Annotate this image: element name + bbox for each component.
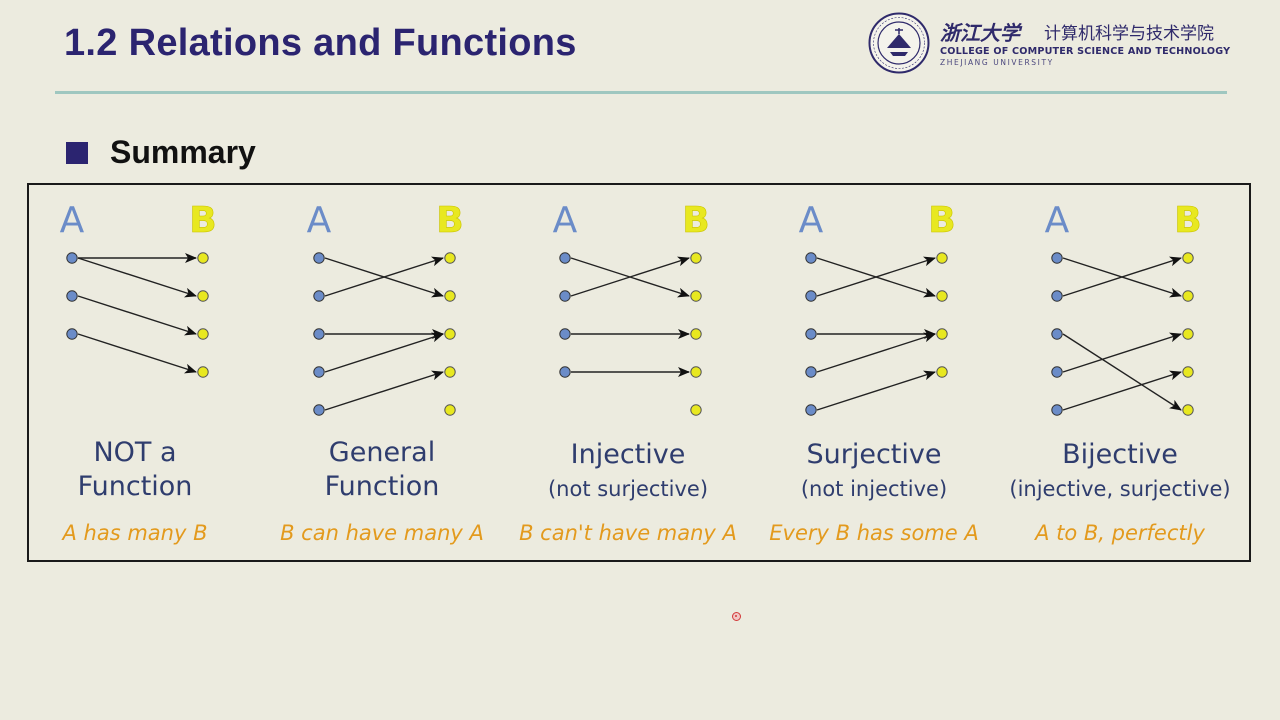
mapping-arrow <box>1062 370 1182 411</box>
set-b-element-dot <box>936 366 948 378</box>
set-b-element-dot <box>197 252 209 264</box>
mapping-arrow <box>816 370 936 411</box>
set-a-element-dot <box>1051 290 1063 302</box>
set-a-element-dot <box>66 252 78 264</box>
set-b-element-dot <box>444 328 456 340</box>
set-a-element-dot <box>313 328 325 340</box>
set-b-element-dot <box>690 328 702 340</box>
set-b-element-dot <box>1182 252 1194 264</box>
set-a-element-dot <box>559 328 571 340</box>
function-type-name: Surjective <box>807 439 942 470</box>
function-type-name: Function <box>325 471 440 502</box>
mapping-arrow <box>1062 332 1182 373</box>
set-a-label: A <box>60 200 85 241</box>
mapping-arrow <box>1062 256 1182 297</box>
laser-pointer-dot <box>732 612 741 621</box>
function-type-name: NOT a <box>93 437 176 468</box>
set-a-element-dot <box>1051 366 1063 378</box>
set-b-element-dot <box>690 290 702 302</box>
set-b-label: B <box>436 200 463 241</box>
set-b-element-dot <box>444 404 456 416</box>
set-b-element-dot <box>444 290 456 302</box>
set-a-element-dot <box>559 252 571 264</box>
mapping-arrow <box>324 370 444 411</box>
set-b-element-dot <box>197 328 209 340</box>
set-b-element-dot <box>690 404 702 416</box>
function-type-name: Bijective <box>1062 439 1178 470</box>
function-type-name: Injective <box>571 439 686 470</box>
set-b-element-dot <box>1182 404 1194 416</box>
set-b-element-dot <box>197 290 209 302</box>
college-name-cn: 计算机科学与技术学院 <box>1044 24 1214 44</box>
square-bullet-icon <box>66 142 88 164</box>
function-type-note: A has many B <box>61 521 208 545</box>
mapping-arrow <box>570 256 690 297</box>
set-b-label: B <box>1174 200 1201 241</box>
set-b-element-dot <box>690 366 702 378</box>
university-seal-icon <box>868 12 930 74</box>
set-b-label: B <box>682 200 709 241</box>
university-logo: 浙江大学 计算机科学与技术学院 COLLEGE OF COMPUTER SCIE… <box>868 12 1230 74</box>
set-a-label: A <box>553 200 578 241</box>
function-type-name: Function <box>78 471 193 502</box>
set-b-element-dot <box>1182 366 1194 378</box>
function-type-note: B can have many A <box>280 521 484 545</box>
set-a-element-dot <box>559 366 571 378</box>
function-type-subtitle: (not surjective) <box>548 477 708 501</box>
function-type-subtitle: (injective, surjective) <box>1009 477 1230 501</box>
mapping-arrow <box>324 332 444 373</box>
set-a-element-dot <box>313 404 325 416</box>
function-type-note: B can't have many A <box>519 521 737 545</box>
mapping-arrow <box>816 332 936 373</box>
set-b-label: B <box>928 200 955 241</box>
set-b-element-dot <box>444 366 456 378</box>
set-a-element-dot <box>559 290 571 302</box>
mapping-arrow <box>77 257 197 298</box>
slide-title: 1.2 Relations and Functions <box>64 22 577 64</box>
set-b-element-dot <box>1182 328 1194 340</box>
set-b-element-dot <box>197 366 209 378</box>
set-a-element-dot <box>313 252 325 264</box>
set-b-element-dot <box>690 252 702 264</box>
mapping-arrow <box>816 256 936 297</box>
set-a-label: A <box>307 200 332 241</box>
set-a-element-dot <box>1051 328 1063 340</box>
mapping-arrow <box>324 256 444 297</box>
section-heading: Summary <box>110 134 256 170</box>
function-type-subtitle: (not injective) <box>801 477 947 501</box>
mapping-arrow <box>77 333 197 374</box>
university-name-en: ZHEJIANG UNIVERSITY <box>940 58 1054 67</box>
college-name-en: COLLEGE OF COMPUTER SCIENCE AND TECHNOLO… <box>940 46 1231 57</box>
set-a-element-dot <box>805 290 817 302</box>
set-b-element-dot <box>936 252 948 264</box>
function-type-note: A to B, perfectly <box>1033 521 1205 545</box>
set-a-element-dot <box>313 290 325 302</box>
set-a-element-dot <box>805 252 817 264</box>
set-a-label: A <box>1045 200 1070 241</box>
set-a-element-dot <box>805 404 817 416</box>
set-b-element-dot <box>936 328 948 340</box>
set-a-element-dot <box>805 366 817 378</box>
set-a-element-dot <box>313 366 325 378</box>
function-type-name: General <box>329 437 435 468</box>
university-name-cn: 浙江大学 <box>940 21 1020 45</box>
function-type-note: Every B has some A <box>769 521 978 545</box>
set-b-element-dot <box>936 290 948 302</box>
header-divider <box>55 91 1227 94</box>
set-a-label: A <box>799 200 824 241</box>
set-b-label: B <box>189 200 216 241</box>
set-a-element-dot <box>66 290 78 302</box>
set-a-element-dot <box>1051 252 1063 264</box>
set-a-element-dot <box>66 328 78 340</box>
mapping-arrow <box>77 295 197 336</box>
mapping-arrow <box>1062 333 1182 411</box>
set-a-element-dot <box>1051 404 1063 416</box>
set-b-element-dot <box>1182 290 1194 302</box>
set-b-element-dot <box>444 252 456 264</box>
set-a-element-dot <box>805 328 817 340</box>
